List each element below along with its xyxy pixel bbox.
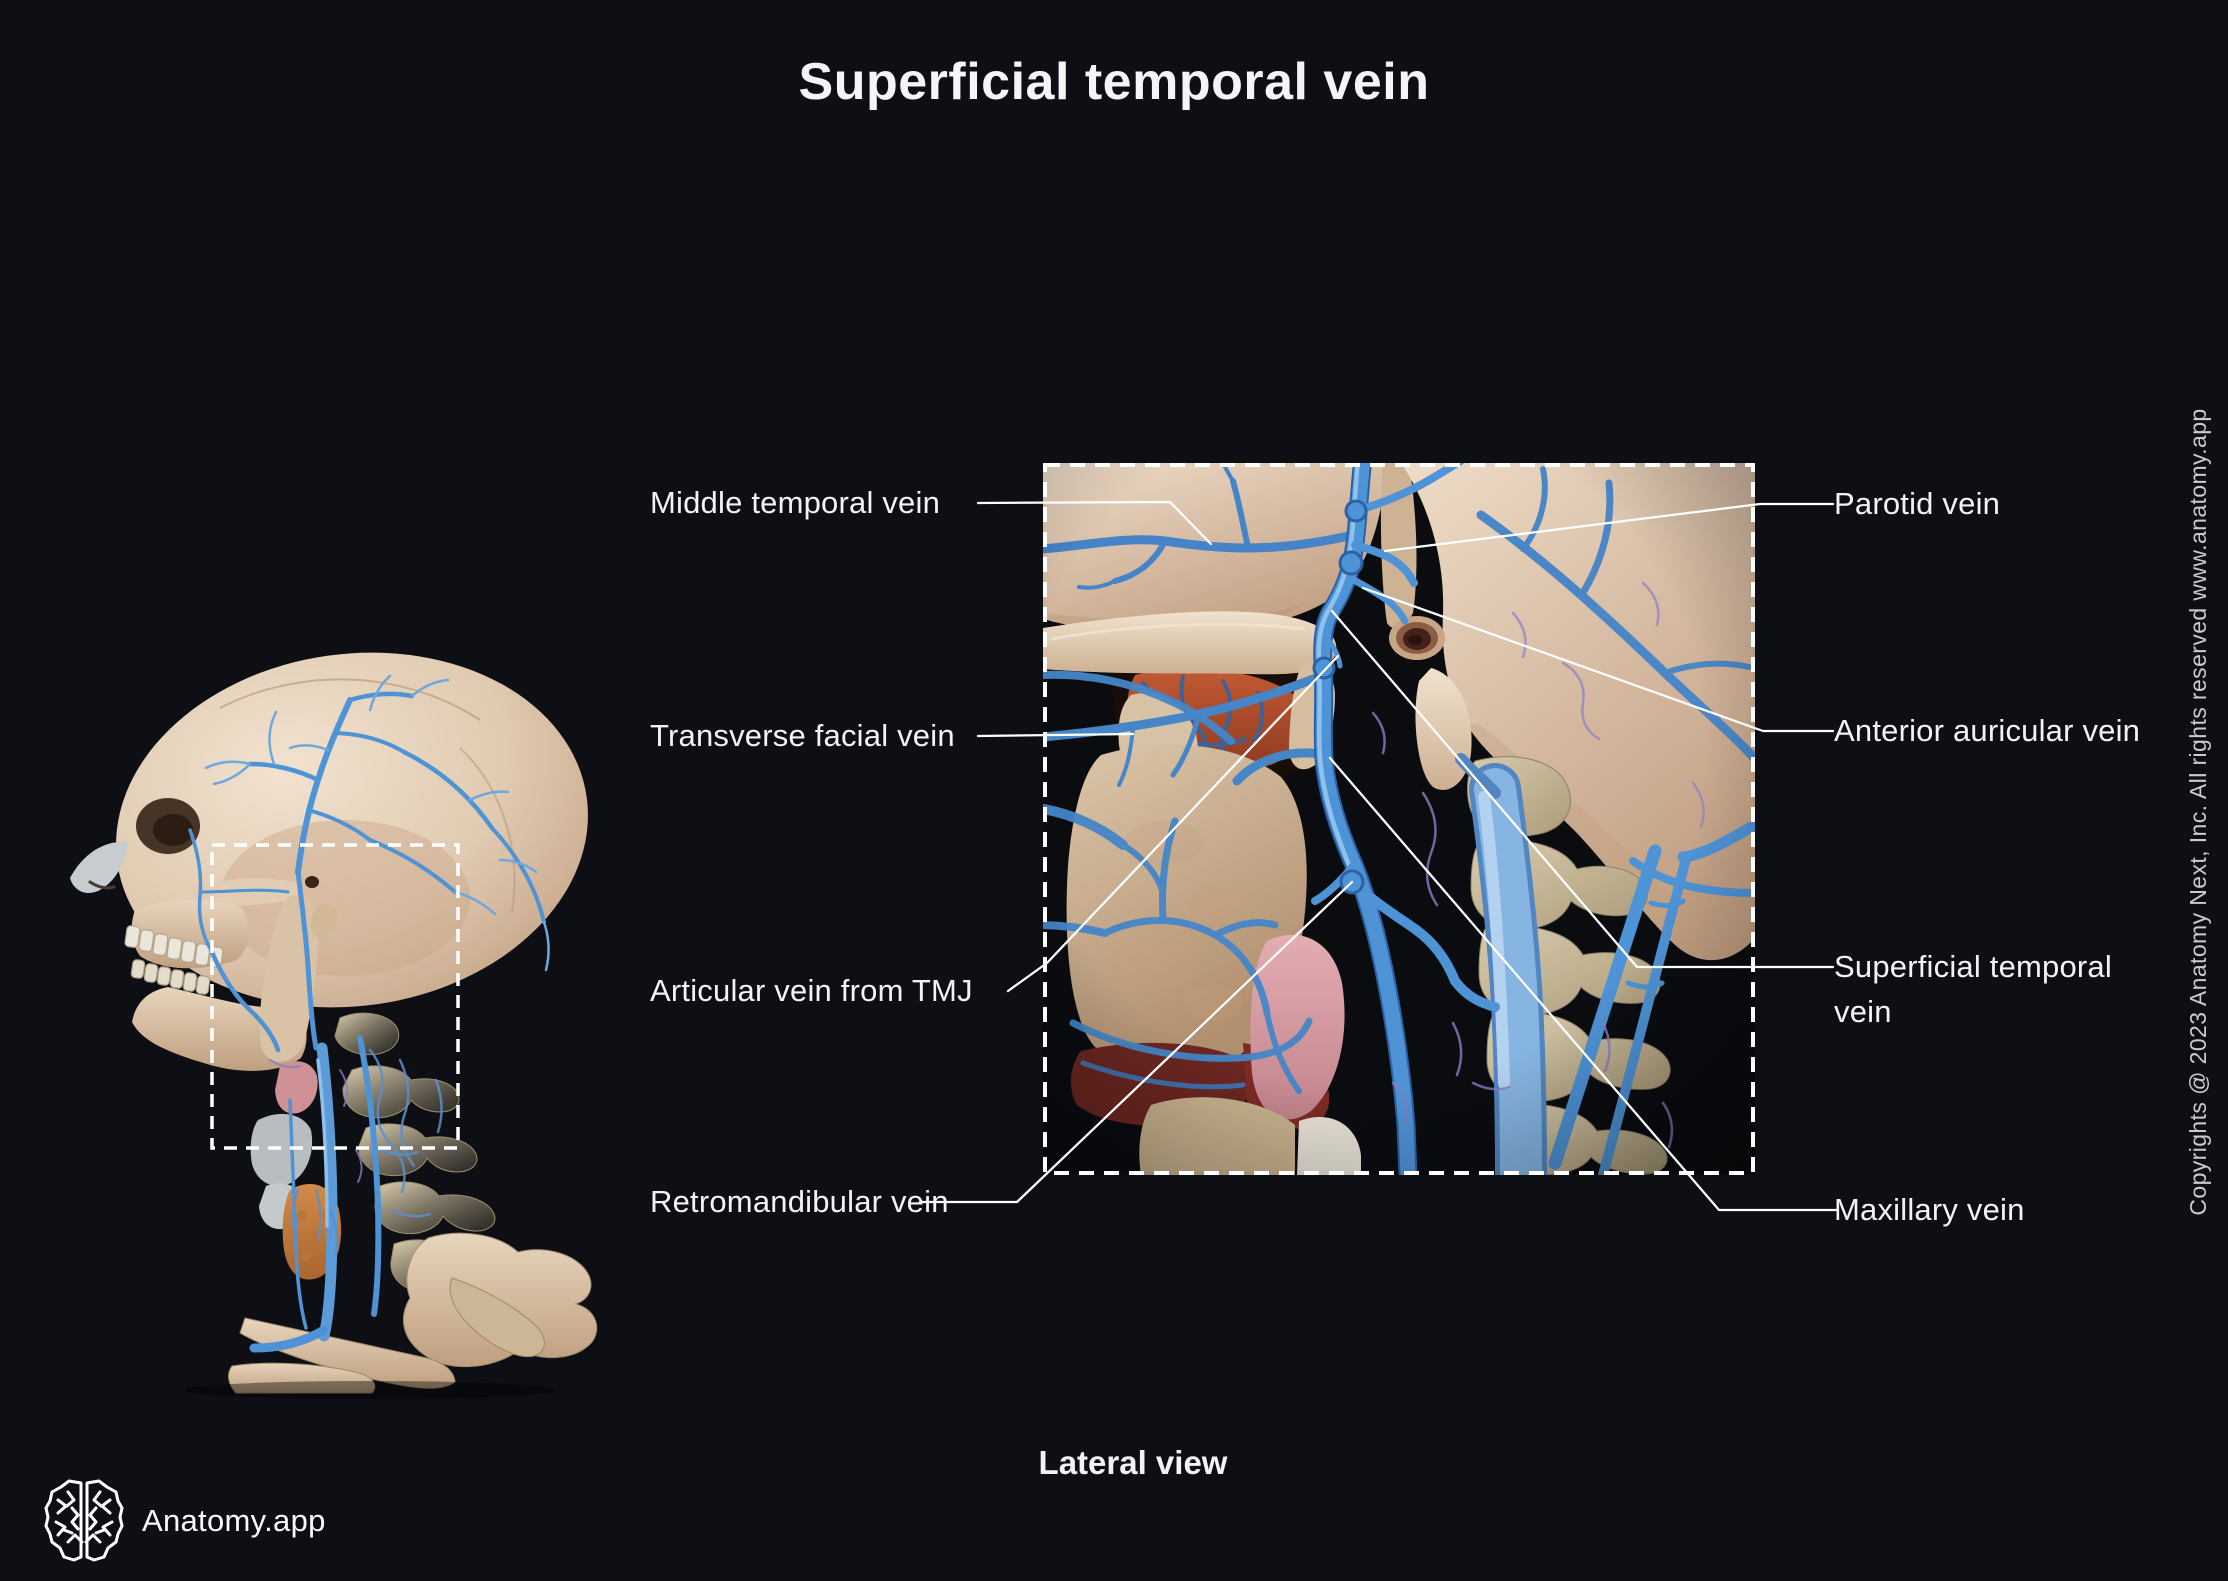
page-title: Superficial temporal vein	[798, 53, 1430, 111]
label-anterior-auricular-vein: Anterior auricular vein	[1834, 713, 2141, 748]
label-articular-vein-tmj: Articular vein from TMJ	[650, 973, 973, 1008]
logo-text: Anatomy.app	[142, 1503, 326, 1538]
zoom-region-rectangle	[210, 843, 460, 1150]
thumbnail-skull-artwork	[70, 652, 598, 1399]
label-superficial-temporal-vein: Superficial temporal vein	[1834, 949, 2112, 1029]
detail-panel-artwork	[1043, 463, 1755, 1175]
thumbnail-veins	[188, 674, 550, 1353]
detail-panel	[1043, 463, 1755, 1175]
brain-icon	[44, 1479, 124, 1562]
copyright-notice: Copyrights @ 2023 Anatomy Next, Inc. All…	[2185, 408, 2211, 1216]
overview-skull-thumbnail	[70, 652, 598, 1399]
label-parotid-vein: Parotid vein	[1834, 486, 2001, 521]
label-retromandibular-vein: Retromandibular vein	[650, 1184, 949, 1219]
view-caption: Lateral view	[1038, 1444, 1228, 1481]
label-middle-temporal-vein: Middle temporal vein	[650, 485, 941, 520]
label-maxillary-vein: Maxillary vein	[1834, 1192, 2025, 1227]
label-transverse-facial-vein: Transverse facial vein	[650, 718, 955, 753]
